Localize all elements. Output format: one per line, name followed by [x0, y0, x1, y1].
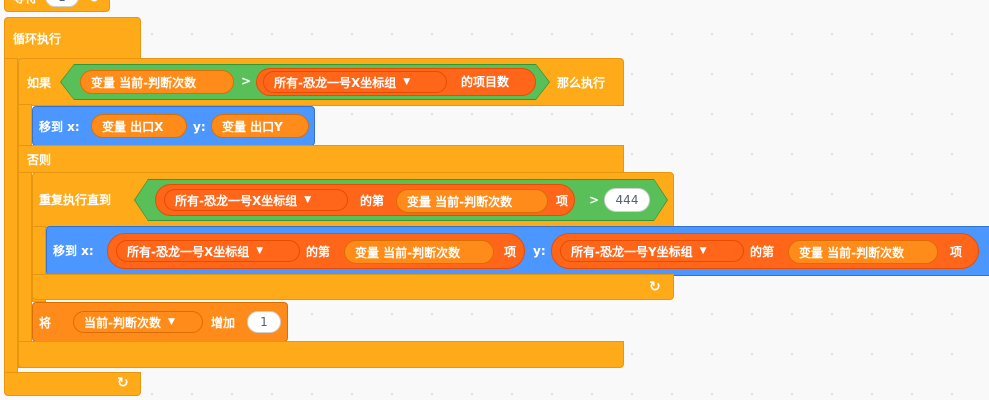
- forever-arm: [4, 58, 18, 374]
- dropdown-caret-icon: ▼: [167, 317, 175, 327]
- y-item-list-name: 所有-恐龙一号Y坐标组: [571, 244, 693, 259]
- variable-dropdown[interactable]: 当前-判断次数 ▼: [73, 311, 203, 333]
- change-by-label: 增加: [211, 316, 236, 330]
- else-bar: 否则: [18, 145, 624, 173]
- variable-name: 当前-判断次数: [84, 315, 161, 330]
- x-list-name: 所有-恐龙一号X坐标组: [274, 75, 397, 90]
- repeat-until-label: 重复执行直到: [39, 193, 112, 207]
- x-item-item-label: 项: [504, 245, 517, 259]
- list-length-reporter[interactable]: 所有-恐龙一号X坐标组 ▼ 的项目数: [256, 68, 536, 96]
- y-item-reporter[interactable]: 所有-恐龙一号Y坐标组 ▼ 的第 变量 当前-判断次数 项: [551, 233, 979, 269]
- current-count-reporter[interactable]: 变量 当前-判断次数: [80, 70, 234, 94]
- x-item-index-reporter[interactable]: 变量 当前-判断次数: [344, 240, 494, 264]
- x-item-reporter[interactable]: 所有-恐龙一号X坐标组 ▼ 的第 变量 当前-判断次数 项: [107, 233, 525, 269]
- change-amount-input[interactable]: 1: [247, 311, 281, 333]
- x-item-list-dropdown[interactable]: 所有-恐龙一号X坐标组 ▼: [116, 240, 300, 262]
- if-else-arm: [18, 104, 32, 368]
- goto-item-x-label: 移到 x:: [53, 244, 94, 258]
- forever-label: 循环执行: [13, 32, 62, 46]
- repeat-item-label: 项: [556, 194, 569, 208]
- repeat-until-bottom: ↻: [32, 274, 674, 300]
- repeat-greater-than-operator: >: [589, 193, 600, 207]
- then-label: 那么执行: [557, 76, 606, 90]
- goto-x-label: 移到 x:: [39, 120, 80, 134]
- dropdown-caret-icon: ▼: [304, 195, 312, 205]
- y-item-list-dropdown[interactable]: 所有-恐龙一号Y坐标组 ▼: [560, 240, 744, 262]
- wait-label: 等待: [13, 0, 37, 5]
- y-item-index-reporter[interactable]: 变量 当前-判断次数: [788, 240, 938, 264]
- goto-item-y-label: y:: [533, 244, 546, 258]
- repeat-index-reporter[interactable]: 变量 当前-判断次数: [396, 189, 548, 213]
- else-label: 否则: [27, 153, 52, 167]
- x-item-of-label: 的第: [306, 245, 331, 259]
- repeat-list-name: 所有-恐龙一号X坐标组: [175, 193, 298, 208]
- exit-x-reporter[interactable]: 变量 出口X: [91, 114, 187, 138]
- forever-bottom: ↻: [4, 372, 141, 396]
- wait-value-input[interactable]: 1: [45, 0, 79, 7]
- loop-arrow-icon: ↻: [117, 375, 129, 391]
- goto-item-block[interactable]: 移到 x: 所有-恐龙一号X坐标组 ▼ 的第 变量 当前-判断次数 项 y: 所…: [46, 226, 989, 276]
- x-item-list-name: 所有-恐龙一号X坐标组: [127, 244, 250, 259]
- forever-block[interactable]: 循环执行: [4, 17, 141, 60]
- wait-extra-icon: ↻: [89, 0, 99, 5]
- change-label: 将: [39, 316, 52, 330]
- goto-y-label: y:: [193, 120, 206, 134]
- repeat-list-dropdown[interactable]: 所有-恐龙一号X坐标组 ▼: [164, 189, 348, 211]
- y-item-item-label: 项: [950, 245, 963, 259]
- change-variable-block[interactable]: 将 当前-判断次数 ▼ 增加 1: [32, 302, 288, 342]
- if-else-bottom: [18, 341, 624, 368]
- x-list-dropdown[interactable]: 所有-恐龙一号X坐标组 ▼: [263, 71, 447, 93]
- if-label: 如果: [27, 76, 52, 90]
- y-item-of-label: 的第: [750, 245, 775, 259]
- repeat-item-reporter[interactable]: 所有-恐龙一号X坐标组 ▼ 的第 变量 当前-判断次数 项: [155, 184, 575, 216]
- goto-exit-block[interactable]: 移到 x: 变量 出口X y: 变量 出口Y: [32, 106, 315, 146]
- wait-block[interactable]: 等待 1 ↻: [4, 0, 110, 12]
- dropdown-caret-icon: ▼: [699, 246, 707, 256]
- greater-than-operator: >: [241, 74, 252, 88]
- repeat-loop-arrow-icon: ↻: [649, 279, 661, 295]
- exit-y-reporter[interactable]: 变量 出口Y: [211, 114, 309, 138]
- dropdown-caret-icon: ▼: [403, 77, 411, 87]
- repeat-of-label: 的第: [360, 194, 385, 208]
- list-length-suffix: 的项目数: [461, 75, 510, 89]
- repeat-threshold-input[interactable]: 444: [604, 188, 650, 212]
- dropdown-caret-icon: ▼: [256, 246, 264, 256]
